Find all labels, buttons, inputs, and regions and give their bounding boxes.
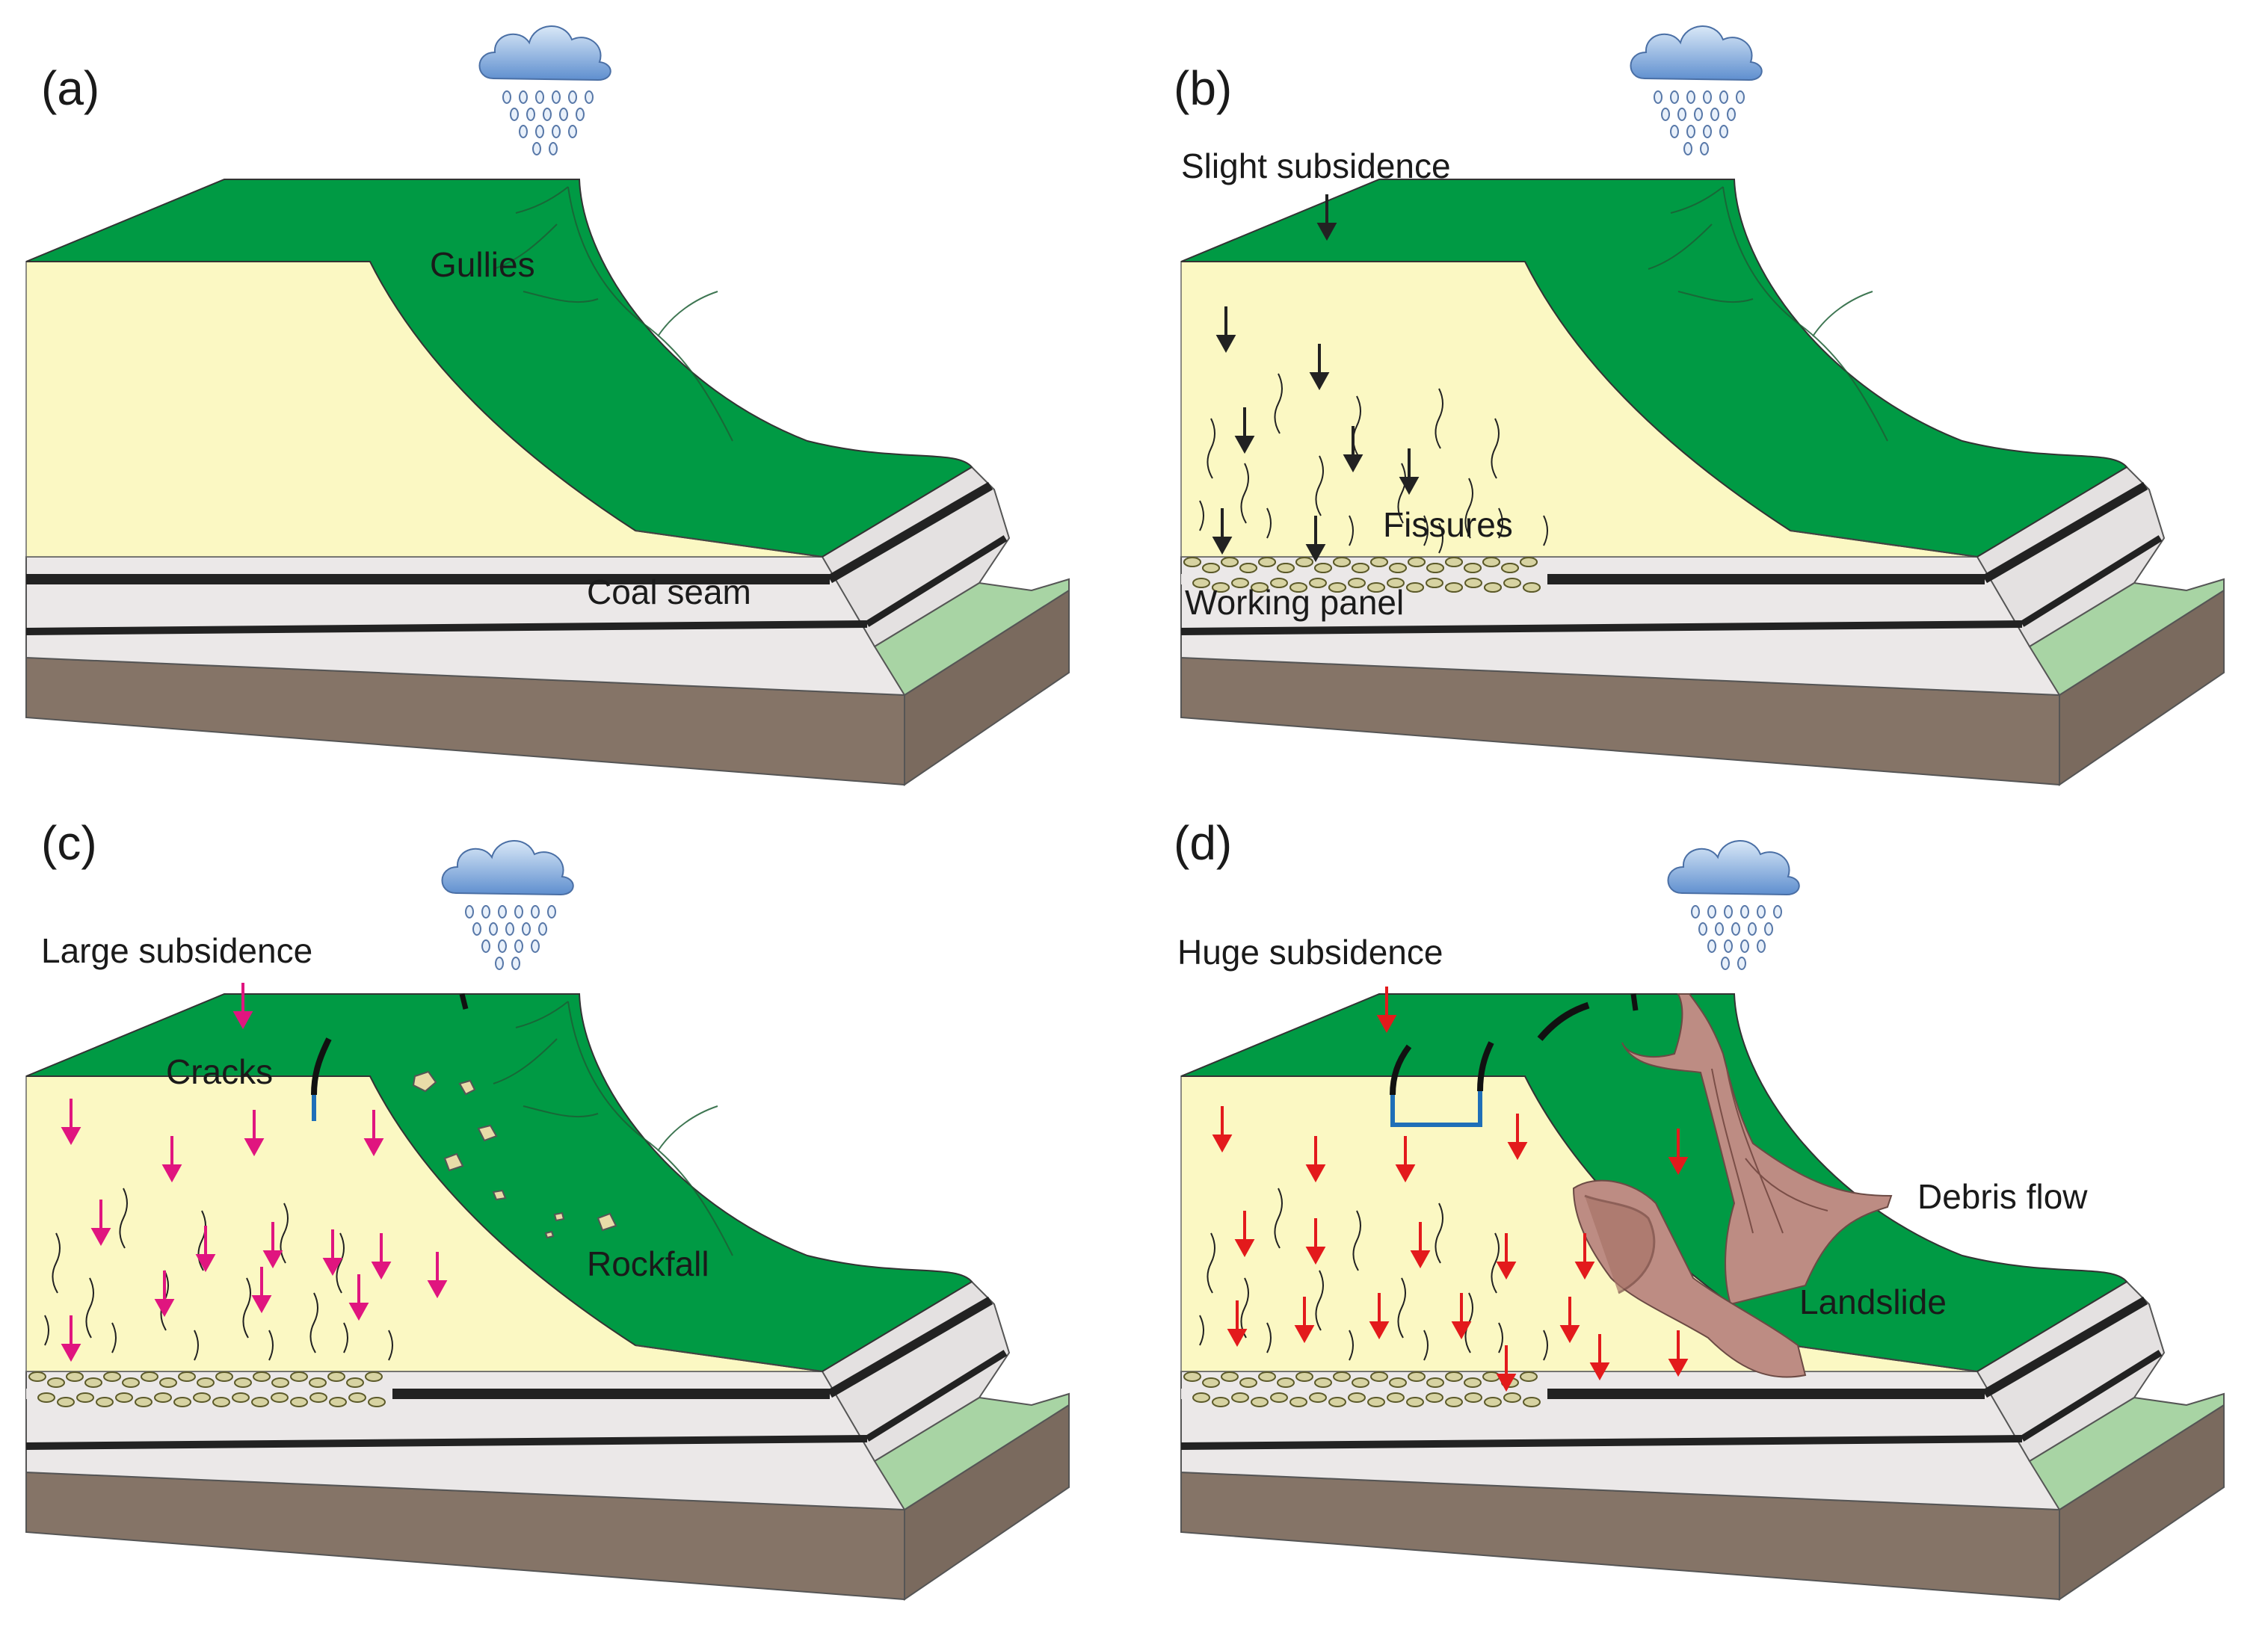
crack-d4 xyxy=(1630,993,1639,1011)
label-slight-subsidence: Slight subsidence xyxy=(1181,146,1451,185)
landslide-scarp xyxy=(1584,1194,1656,1294)
terrain-block-a xyxy=(26,179,1069,785)
subsidence-arrows-b xyxy=(1212,194,1420,563)
crack-c2 xyxy=(459,993,469,1010)
fissure-callout-line xyxy=(1438,522,1443,554)
terrain-block-b xyxy=(1181,179,2224,785)
crack-water-d xyxy=(1390,1091,1482,1127)
rain-cloud-icon-a xyxy=(478,25,611,155)
subsidence-arrows-d xyxy=(1212,987,1689,1392)
panel-d: (d) Huge subsidence Debris flow Landslid… xyxy=(1174,816,2224,1599)
rockfall-rocks xyxy=(412,1070,617,1239)
label-huge-subsidence: Huge subsidence xyxy=(1177,933,1443,972)
crack-d3 xyxy=(1537,1001,1590,1041)
label-fissures: Fissures xyxy=(1383,505,1513,544)
label-rockfall: Rockfall xyxy=(587,1244,709,1283)
panel-label-c: (c) xyxy=(41,816,97,870)
panel-label-a: (a) xyxy=(41,61,99,115)
label-coal-seam: Coal seam xyxy=(587,572,751,611)
panel-label-d: (d) xyxy=(1174,816,1232,870)
crack-d2 xyxy=(1477,1041,1494,1092)
crack-c1 xyxy=(311,1037,332,1096)
rain-cloud-icon-d xyxy=(1667,840,1800,970)
subsidence-arrows-c xyxy=(61,983,448,1362)
debris-flow-streaks xyxy=(1711,1068,1828,1234)
label-landslide: Landslide xyxy=(1799,1282,1947,1321)
rain-cloud-icon-b xyxy=(1630,25,1763,155)
panel-a: (a) Gullies Coal seam xyxy=(26,25,1069,785)
label-gullies: Gullies xyxy=(430,245,535,284)
panel-c: (c) Large subsidence Cracks Rockfall xyxy=(26,816,1069,1599)
label-cracks: Cracks xyxy=(166,1052,273,1091)
label-working-panel: Working panel xyxy=(1185,583,1404,622)
label-debris-flow: Debris flow xyxy=(1917,1177,2088,1216)
panel-b: (b) Slight subsidence Fissures Working p… xyxy=(1174,25,2224,785)
debris-flow-shape xyxy=(1621,993,1893,1306)
rain-cloud-icon-c xyxy=(441,840,574,970)
panel-label-b: (b) xyxy=(1174,61,1232,115)
label-large-subsidence: Large subsidence xyxy=(41,931,312,970)
crack-d1 xyxy=(1390,1044,1412,1096)
